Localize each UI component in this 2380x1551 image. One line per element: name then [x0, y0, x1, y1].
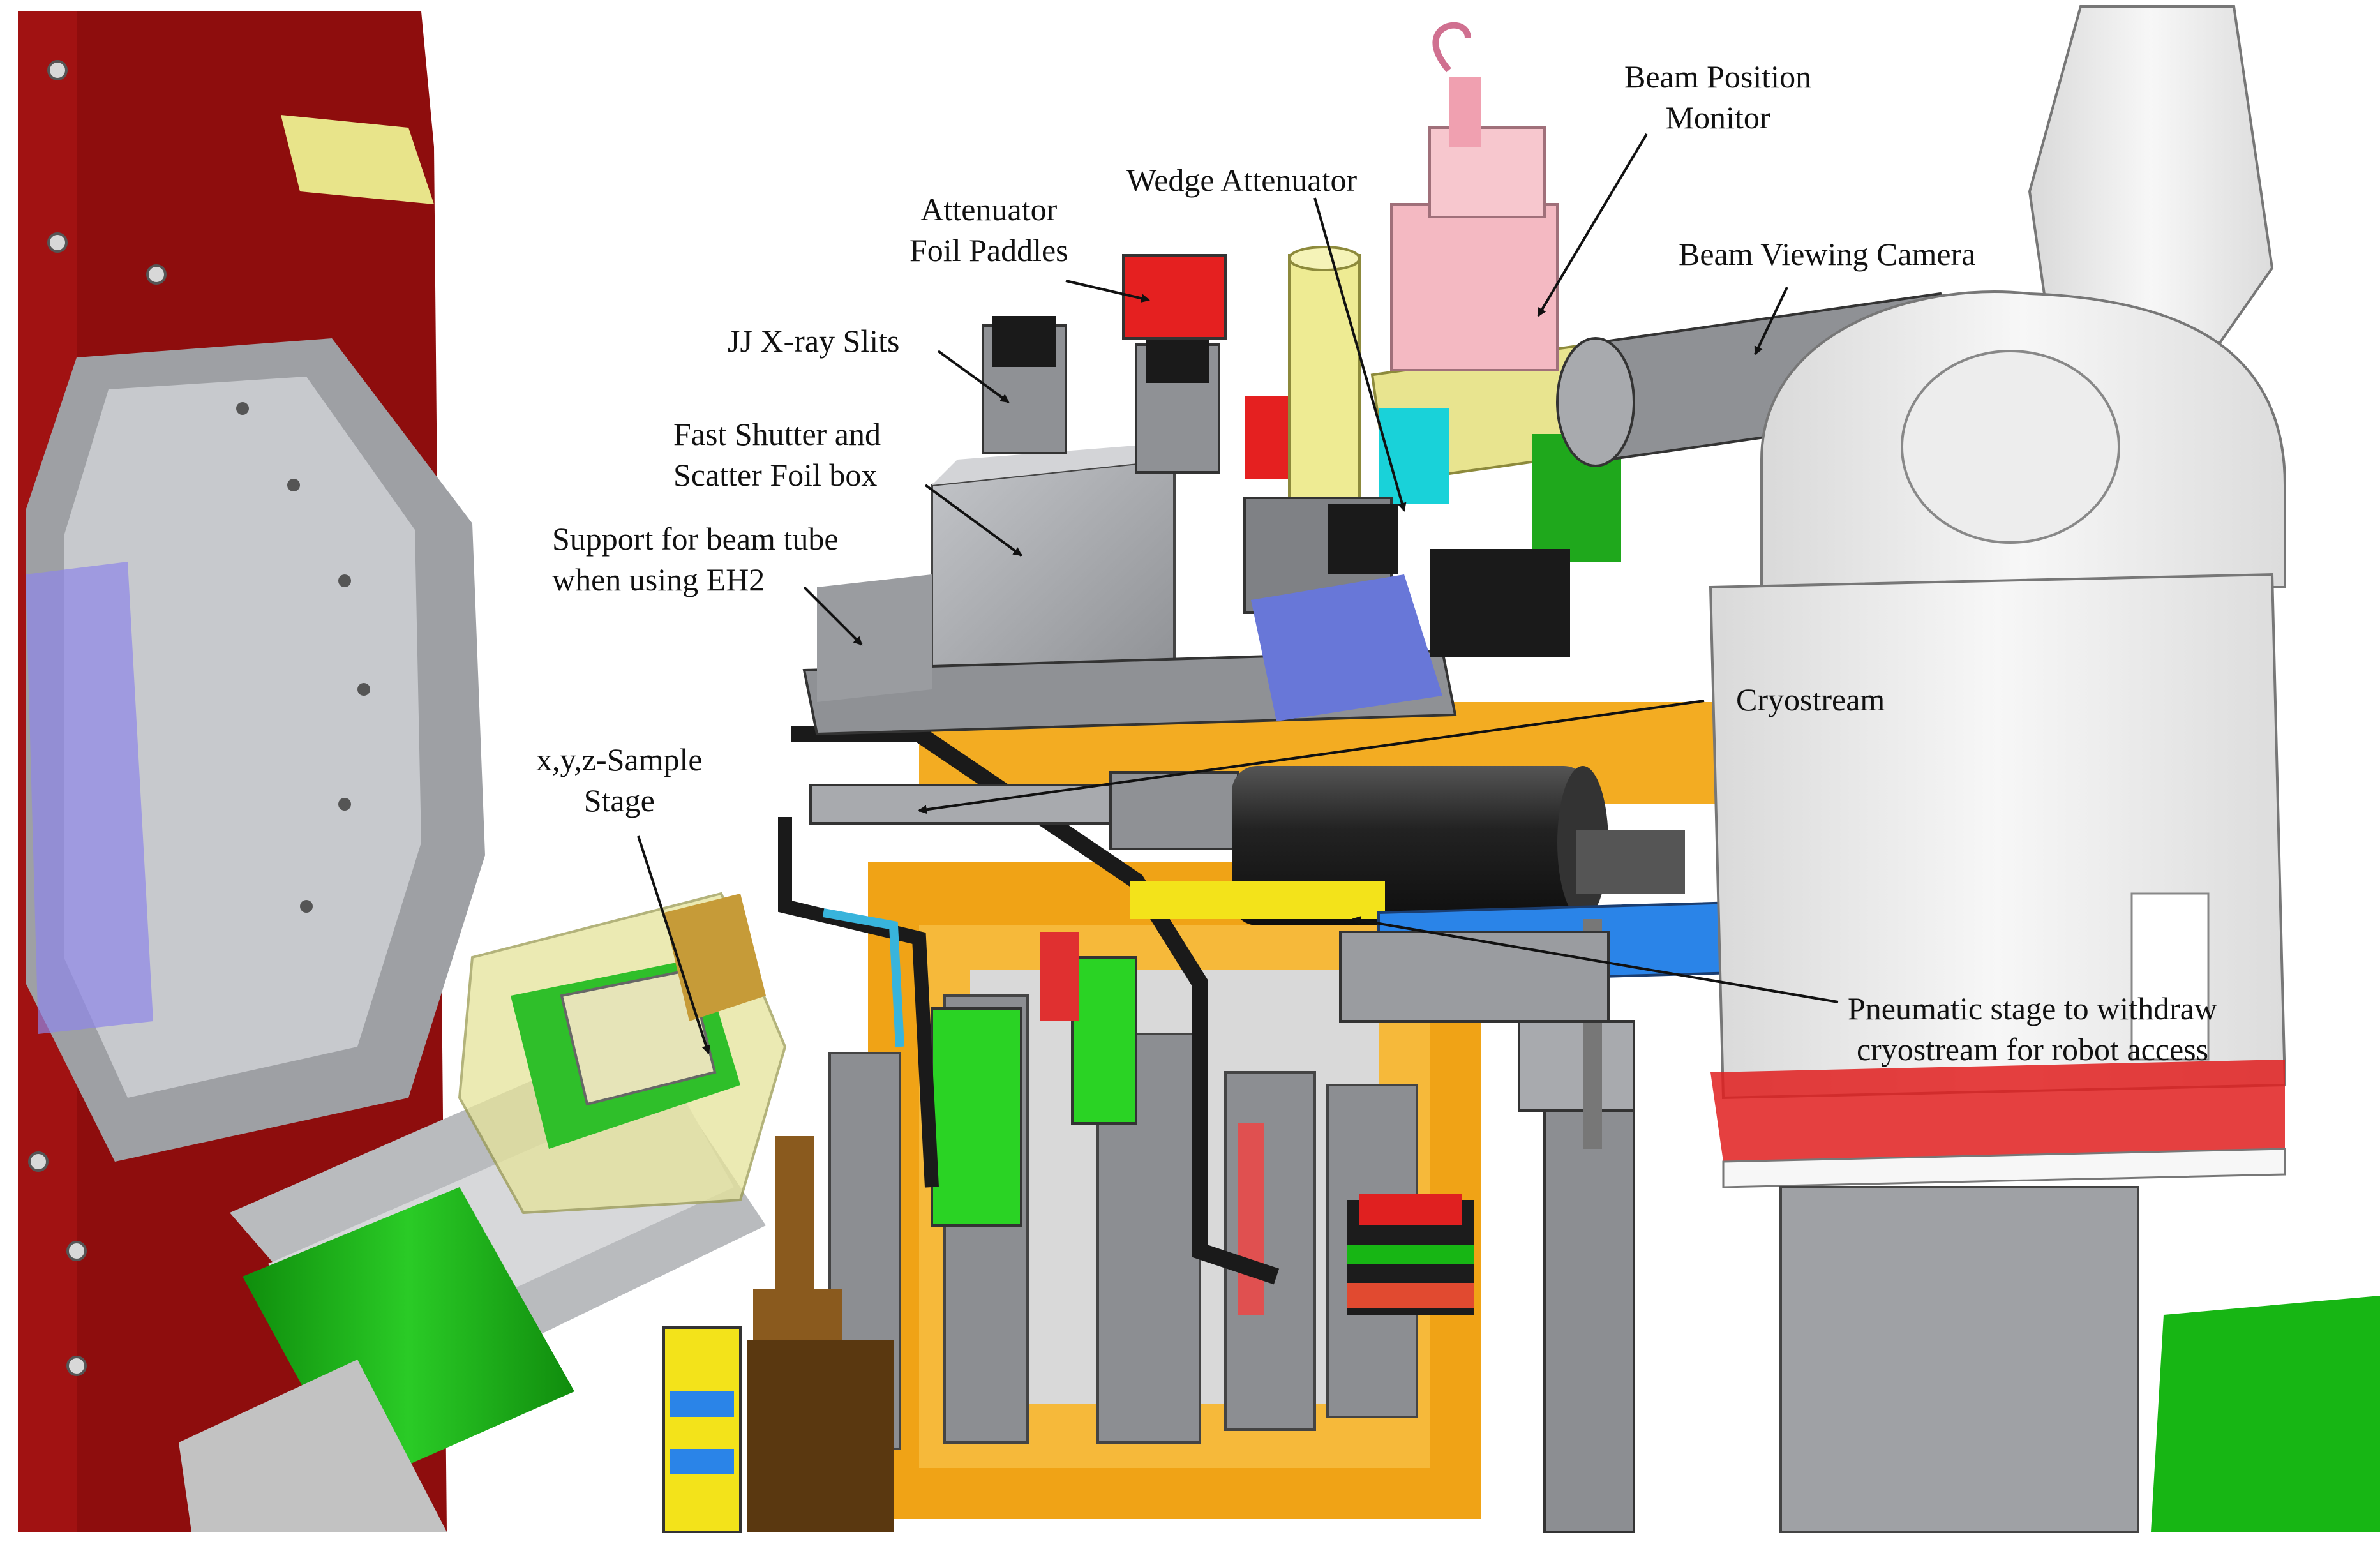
label-attenuator-foil-paddles: Attenuator Foil Paddles [909, 189, 1068, 271]
leader-lines [637, 133, 1839, 1054]
leader-wedge-attenuator [1313, 197, 1407, 512]
label-wedge-attenuator: Wedge Attenuator [1126, 160, 1357, 200]
label-sample-stage-line1: x,y,z-Sample [536, 742, 703, 777]
label-jj-xray-slits-text: JJ X-ray Slits [728, 323, 900, 359]
label-beam-viewing-camera-text: Beam Viewing Camera [1679, 236, 1976, 272]
leader-jj-slits [937, 350, 1010, 403]
label-fast-shutter-line2: Scatter Foil box [673, 457, 878, 493]
label-sample-stage-line2: Stage [583, 783, 655, 818]
leader-sample-stage [637, 835, 710, 1054]
motor-blocks [1243, 497, 1570, 721]
leader-beam-tube-support [803, 586, 863, 646]
label-cryostream-text: Cryostream [1736, 682, 1885, 717]
label-beam-tube-support-line1: Support for beam tube [552, 521, 839, 557]
robot-arm [1709, 5, 2287, 1533]
leader-attenuator-foil [1065, 280, 1150, 303]
rotation-drum [26, 338, 485, 1162]
label-pneumatic-stage: Pneumatic stage to withdraw cryostream f… [1848, 988, 2217, 1070]
leader-cryostream [918, 700, 1705, 814]
beamline-frame [778, 702, 1723, 1519]
leader-fast-shutter [924, 484, 1022, 557]
label-beam-position-monitor: Beam Position Monitor [1624, 56, 1811, 138]
label-sample-stage: x,y,z-Sample Stage [536, 739, 703, 821]
label-pneumatic-stage-line2: cryostream for robot access [1856, 1031, 2209, 1067]
label-wedge-attenuator-text: Wedge Attenuator [1126, 162, 1358, 198]
leader-beam-viewing-camera [1754, 287, 1788, 356]
label-fast-shutter-line1: Fast Shutter and [673, 416, 881, 452]
leader-beam-position-monitor [1537, 133, 1648, 317]
label-beam-position-monitor-line1: Beam Position [1624, 59, 1812, 94]
leader-pneumatic-stage [1352, 916, 1839, 1003]
label-cryostream: Cryostream [1736, 679, 1885, 720]
green-corner-block [2151, 1296, 2380, 1532]
yellow-rail-stack [662, 1326, 742, 1533]
label-attenuator-foil-line1: Attenuator [920, 191, 1058, 227]
label-beam-position-monitor-line2: Monitor [1665, 100, 1770, 135]
label-beam-viewing-camera: Beam Viewing Camera [1679, 234, 1975, 274]
label-jj-xray-slits: JJ X-ray Slits [728, 320, 899, 361]
beam-position-monitor-unit [1390, 22, 1559, 371]
label-beam-tube-support-line2: when using EH2 [552, 562, 765, 597]
label-attenuator-foil-line2: Foil Paddles [909, 232, 1068, 268]
label-beam-tube-support: Support for beam tube when using EH2 [552, 518, 839, 600]
label-fast-shutter: Fast Shutter and Scatter Foil box [673, 414, 881, 495]
label-pneumatic-stage-line1: Pneumatic stage to withdraw [1848, 991, 2218, 1026]
bronze-post [747, 1136, 894, 1532]
sample-stage-assembly [458, 892, 787, 1215]
